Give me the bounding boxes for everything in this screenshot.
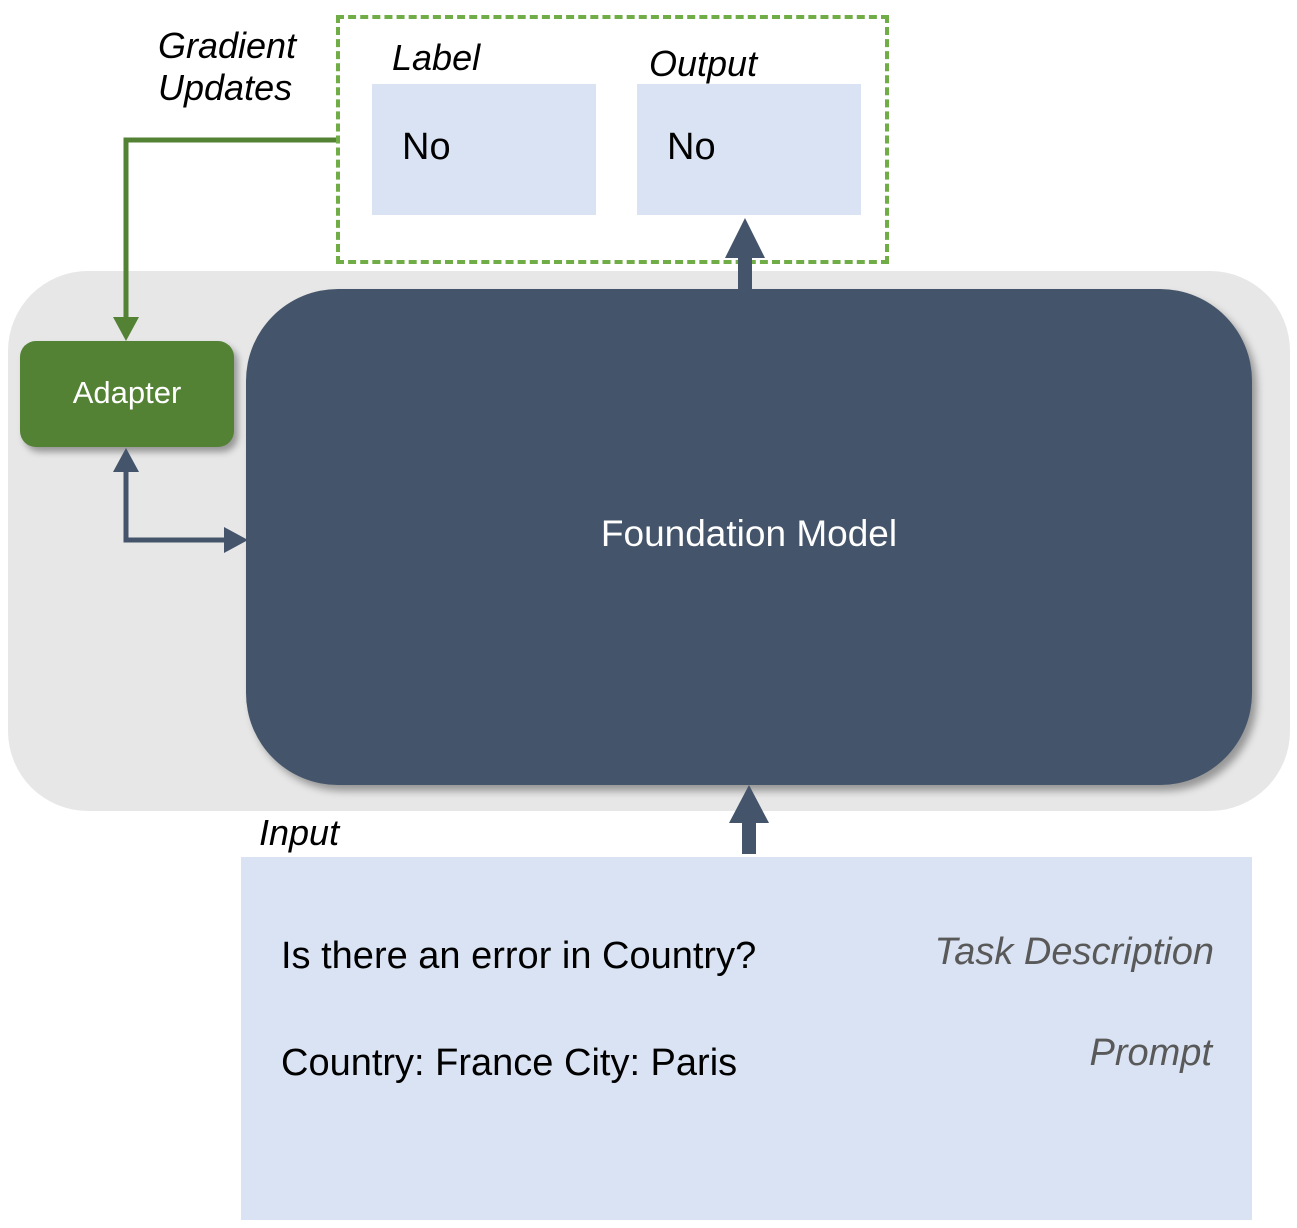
prompt-tag: Prompt xyxy=(1089,1032,1212,1074)
output-box: No xyxy=(637,84,861,215)
input-arrow-shaft xyxy=(742,820,756,854)
gradient-arrowhead xyxy=(113,317,139,341)
adapter-up-arrowhead xyxy=(113,448,139,472)
input-title: Input xyxy=(259,812,340,853)
output-region-dashed xyxy=(336,15,889,264)
output-value: No xyxy=(667,126,716,168)
label-value: No xyxy=(402,126,451,168)
output-arrow-shaft xyxy=(738,255,752,291)
task-description-tag: Task Description xyxy=(934,931,1215,973)
adapter-model-connector xyxy=(123,468,226,543)
gradient-label-line2: Updates xyxy=(158,67,293,109)
input-box: Is there an error in Country? Task Descr… xyxy=(241,857,1252,1220)
foundation-model-label: Foundation Model xyxy=(600,513,898,554)
foundation-model-block: Foundation Model xyxy=(246,289,1252,785)
label-box: No xyxy=(372,84,596,215)
model-right-arrowhead xyxy=(224,527,248,553)
gradient-label-line1: Gradient xyxy=(158,25,297,66)
gradient-update-path xyxy=(123,137,336,318)
adapter-block: Adapter xyxy=(20,341,234,447)
task-question: Is there an error in Country? xyxy=(281,935,757,977)
input-arrowhead xyxy=(729,785,769,823)
adapter-label: Adapter xyxy=(72,375,182,410)
gradient-updates-label: Gradient Updates xyxy=(158,25,296,110)
prompt-text: Country: France City: Paris xyxy=(281,1042,738,1084)
output-arrowhead xyxy=(725,218,765,258)
label-title: Label xyxy=(392,37,481,78)
output-title: Output xyxy=(649,43,758,84)
